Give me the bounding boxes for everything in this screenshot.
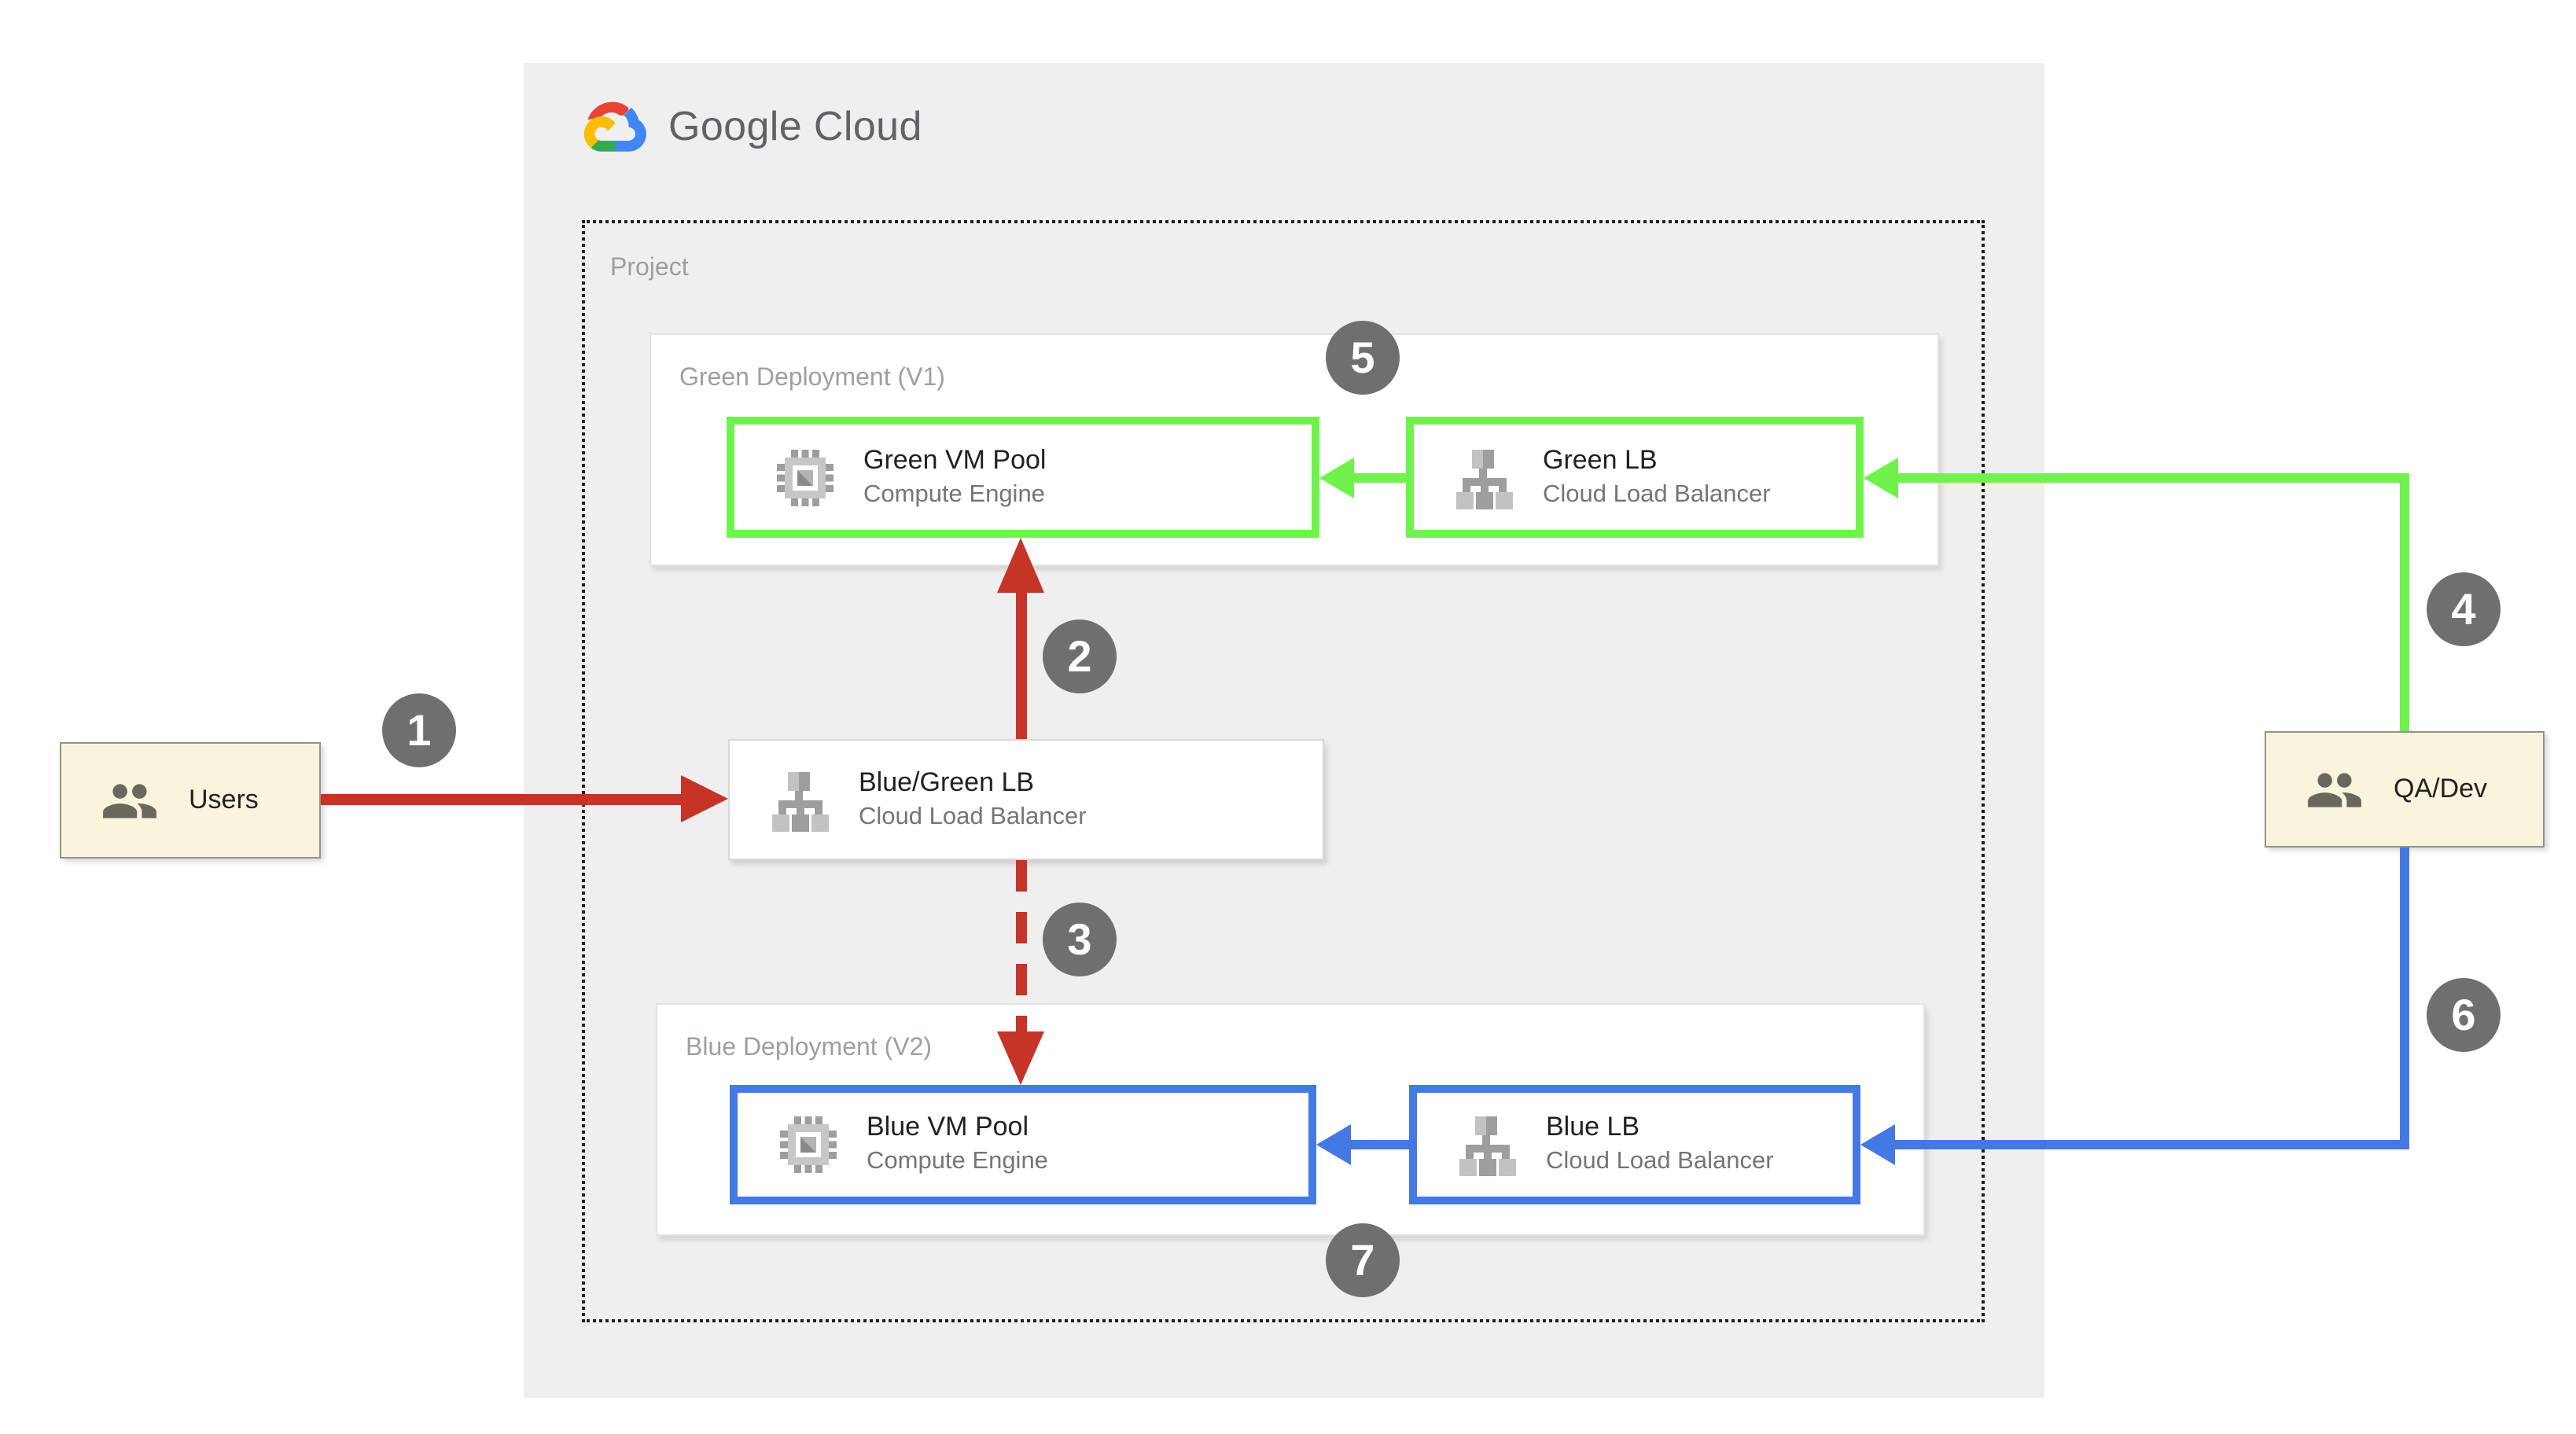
people-icon (101, 776, 159, 825)
step-badge-4: 4 (2427, 572, 2501, 646)
bluegreen-lb-node: Blue/Green LB Cloud Load Balancer (728, 739, 1324, 860)
google-cloud-logo: Google Cloud (579, 94, 922, 157)
node-subtitle: Cloud Load Balancer (1543, 480, 1771, 508)
project-label: Project (610, 255, 689, 281)
step-badge-5: 5 (1326, 321, 1400, 395)
google-cloud-icon (579, 97, 648, 154)
actor-label: QA/Dev (2394, 774, 2488, 803)
qadev-to-blue-lb-arrow-horizontal (1895, 1140, 2409, 1149)
step-badge-7: 7 (1326, 1223, 1400, 1297)
actor-label: Users (189, 785, 259, 814)
green-vm-pool-node: Green VM Pool Compute Engine (727, 417, 1319, 538)
green-deployment-label: Green Deployment (V1) (679, 365, 945, 392)
load-balancer-icon (1453, 446, 1516, 509)
green-lb-to-pool-arrowhead-icon (1319, 458, 1354, 498)
logo-wordmark: Google Cloud (668, 101, 922, 149)
qadev-actor: QA/Dev (2265, 731, 2545, 848)
qadev-to-blue-lb-arrowhead-icon (1860, 1124, 1895, 1165)
users-actor: Users (60, 742, 321, 859)
load-balancer-icon (1456, 1113, 1519, 1176)
node-title: Blue VM Pool (867, 1112, 1029, 1142)
people-icon (2306, 765, 2364, 814)
users-to-lb-arrow (321, 794, 690, 805)
blue-lb-node: Blue LB Cloud Load Balancer (1409, 1085, 1860, 1204)
step-badge-3: 3 (1043, 903, 1117, 976)
compute-engine-icon (774, 446, 837, 509)
project-boundary: Project (582, 220, 1985, 1322)
blue-deployment-label: Blue Deployment (V2) (686, 1035, 933, 1061)
compute-engine-icon (777, 1113, 840, 1176)
qadev-to-blue-lb-arrow-vertical (2400, 848, 2409, 1149)
blue-lb-to-pool-arrow (1351, 1140, 1409, 1149)
load-balancer-icon (769, 768, 832, 831)
node-subtitle: Cloud Load Balancer (859, 803, 1087, 830)
node-subtitle: Cloud Load Balancer (1546, 1148, 1774, 1175)
green-lb-to-pool-arrow (1354, 473, 1406, 483)
node-title: Green LB (1543, 444, 1658, 474)
qadev-to-green-lb-arrow-horizontal (1898, 473, 2409, 483)
node-title: Blue LB (1546, 1112, 1640, 1142)
lb-to-blue-pool-arrowhead-icon (997, 1031, 1044, 1085)
node-subtitle: Compute Engine (863, 480, 1045, 508)
step-badge-6: 6 (2427, 978, 2501, 1052)
green-lb-node: Green LB Cloud Load Balancer (1406, 417, 1864, 538)
node-title: Green VM Pool (863, 444, 1047, 474)
users-to-lb-arrowhead-icon (681, 775, 728, 822)
qadev-to-green-lb-arrow-vertical (2400, 473, 2409, 731)
blue-vm-pool-node: Blue VM Pool Compute Engine (730, 1085, 1316, 1204)
step-badge-2: 2 (1043, 620, 1117, 693)
lb-to-green-pool-arrowhead-icon (997, 538, 1044, 593)
lb-to-blue-pool-dashed-arrow (1016, 860, 1027, 1031)
qadev-to-green-lb-arrowhead-icon (1864, 458, 1898, 498)
node-title: Blue/Green LB (859, 767, 1035, 796)
blue-lb-to-pool-arrowhead-icon (1316, 1124, 1351, 1165)
node-subtitle: Compute Engine (867, 1148, 1048, 1175)
lb-to-green-pool-arrow (1016, 593, 1027, 739)
step-badge-1: 1 (382, 693, 456, 767)
